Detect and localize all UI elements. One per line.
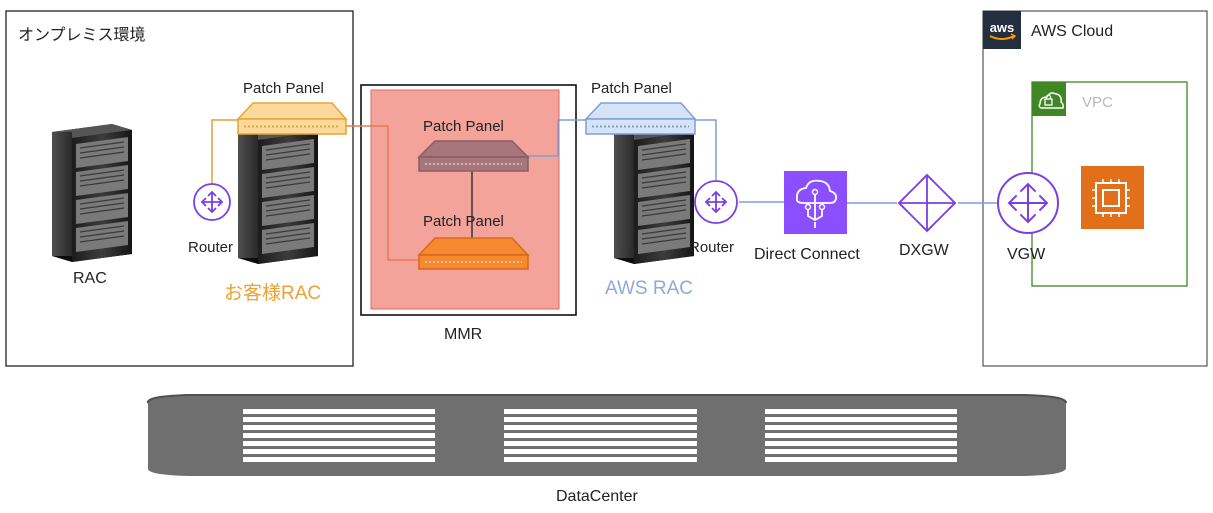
onprem-zone <box>5 10 354 367</box>
mmr-patch-panel-top-label: Patch Panel <box>423 118 504 135</box>
aws-logo-icon: aws <box>983 11 1021 49</box>
aws-logo-text: aws <box>990 20 1015 35</box>
datacenter-label: DataCenter <box>556 488 638 505</box>
aws-cloud-title: AWS Cloud <box>1031 23 1114 40</box>
server-rack-icon <box>51 123 133 263</box>
dxgw-label: DXGW <box>899 242 949 259</box>
aws-rac-label: AWS RAC <box>605 278 693 299</box>
patch-panel-icon <box>417 140 530 172</box>
customer-rac-label: お客様RAC <box>224 283 322 304</box>
link-mmr-top-to-aws-patch <box>528 119 586 157</box>
patch-panel-icon <box>584 102 697 135</box>
server-rack-icon <box>613 125 695 265</box>
aws-cloud-zone <box>982 10 1208 367</box>
dxgw-icon <box>897 173 957 233</box>
vpc-lock-icon <box>1032 82 1066 116</box>
direct-connect-icon <box>784 171 847 234</box>
mmr-outer-box <box>360 84 577 316</box>
onprem-patch-panel-label: Patch Panel <box>243 80 324 97</box>
mmr-label: MMR <box>444 326 483 343</box>
link-customer-patch-to-mmr-bottom <box>346 125 419 261</box>
onprem-title: オンプレミス環境 <box>18 27 146 44</box>
ec2-icon <box>1081 166 1144 229</box>
aws-patch-panel-label: Patch Panel <box>591 80 672 97</box>
patch-panel-icon <box>417 237 530 270</box>
aws-router-label: Router <box>689 239 735 256</box>
link-aws-patch-to-router <box>695 119 717 180</box>
vgw-label: VGW <box>1007 246 1046 263</box>
vgw-icon <box>997 172 1059 234</box>
direct-connect-label: Direct Connect <box>754 246 860 263</box>
datacenter-icon <box>147 394 1067 476</box>
onprem-router-label: Router <box>188 239 234 256</box>
link-router-to-patch-panel <box>211 119 240 186</box>
mmr-zone <box>370 89 560 310</box>
onprem-rac-label: RAC <box>73 270 107 287</box>
router-icon <box>193 183 231 221</box>
mmr-patch-panel-bottom-label: Patch Panel <box>423 213 504 230</box>
patch-panel-icon <box>236 102 348 135</box>
vpc-label: VPC <box>1082 94 1113 111</box>
router-icon <box>694 180 738 224</box>
server-rack-icon <box>237 125 319 265</box>
